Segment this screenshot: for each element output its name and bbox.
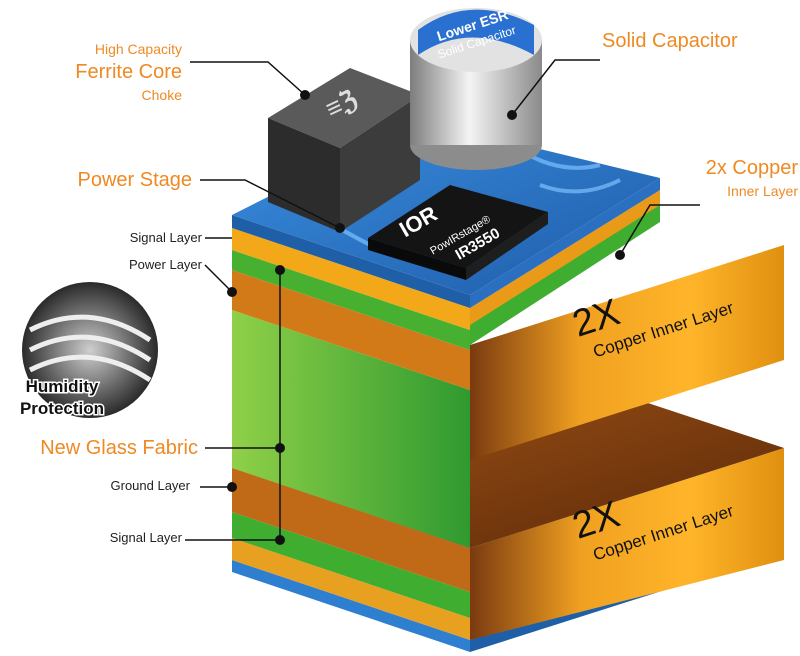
upper-copper-face: [470, 245, 784, 460]
leader-lines: [185, 59, 700, 541]
label-solid-capacitor: Solid Capacitor: [602, 30, 738, 52]
label-power-stage: Power Stage: [77, 169, 192, 191]
upper-copper-front: [232, 270, 470, 390]
label-power-layer: Power Layer: [129, 257, 202, 272]
top-board-side: [470, 178, 660, 308]
top-board-front: [232, 215, 470, 308]
glass-fabric-front: [232, 310, 470, 548]
label-ground-layer: Ground Layer: [110, 478, 191, 493]
bottom-glass-layer: [232, 512, 470, 618]
humidity-fabric-image: Humidity Protection: [18, 282, 158, 420]
bottom-signal-layer: [232, 538, 470, 640]
label-signal-layer-top: Signal Layer: [129, 230, 202, 245]
label-signal-layer-bottom: Signal Layer: [109, 530, 182, 545]
label-new-glass-fabric: New Glass Fabric: [40, 437, 198, 459]
label-ferrite-core: Ferrite Core: [75, 61, 182, 83]
pcb-stack: [232, 120, 784, 652]
lower-copper-face: [470, 448, 784, 640]
label-high-capacity: High Capacity: [94, 41, 182, 57]
label-choke: Choke: [141, 87, 182, 103]
base-layer: [232, 560, 470, 652]
top-green-side: [470, 205, 660, 345]
humidity-line2: Protection: [20, 399, 104, 418]
label-inner-layer: Inner Layer: [727, 183, 798, 199]
lower-copper-front: [232, 468, 470, 592]
solid-capacitor: Lower ESR Solid Capacitor: [410, 6, 542, 170]
power-stage-chip: IOR PowIRstage® IR3550: [368, 185, 548, 280]
power-layer-front: [232, 250, 470, 350]
leader-dots: [227, 90, 625, 545]
humidity-line1: Humidity: [26, 377, 99, 396]
label-2x-copper: 2x Copper: [705, 157, 798, 179]
ferrite-choke: ≡ℨ: [268, 68, 420, 232]
top-signal-layer-front: [232, 228, 470, 330]
